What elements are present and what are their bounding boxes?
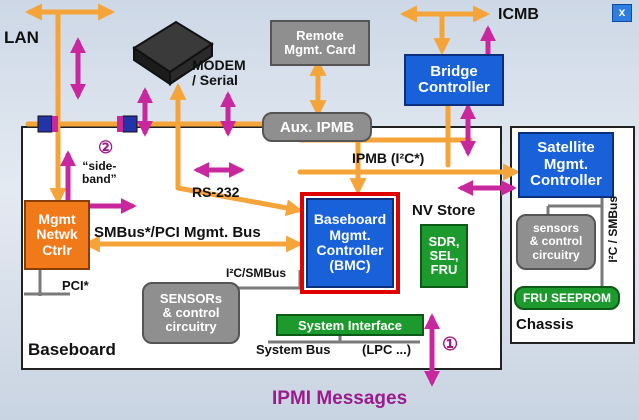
connector-lan [37,115,53,133]
ipmb-label: IPMB (I²C*) [352,150,425,166]
sideband-label: “side- band” [82,159,117,187]
lpc-label: (LPC ...) [362,342,412,357]
connector-modem [122,115,138,133]
nv-store-label: NV Store [412,202,476,219]
system-bus-label: System Bus [256,342,331,357]
ipmi-messages-title: IPMI Messages [272,388,408,409]
lan-label: LAN [4,28,39,47]
bmc-highlight-frame [300,192,400,294]
modem-label: MODEM / Serial [192,57,246,89]
icmb-label: ICMB [498,6,539,23]
rs232-label: RS-232 [192,184,240,200]
sideband-number: ② [98,138,114,157]
close-button[interactable]: x [612,4,632,22]
mgmt-netwk-ctrlr-box: Mgmt Netwk Ctrlr [24,200,90,270]
baseboard-label: Baseboard [28,340,116,359]
sensors-main-box: SENSORs & control circuitry [142,282,240,344]
connector-lan-2 [52,116,58,132]
close-icon: x [618,5,626,19]
bmc-box: Baseboard Mgmt. Controller (BMC) [306,198,394,288]
bridge-controller-box: Bridge Controller [404,54,504,106]
modem-device-icon [132,20,214,86]
satellite-controller-box: Satellite Mgmt. Controller [518,132,614,198]
system-interface-box: System Interface [276,314,424,336]
sdr-sel-fru-box: SDR, SEL, FRU [420,224,468,288]
pci-label: PCI* [62,278,89,293]
sensors-side-box: sensors & control circuitry [516,214,596,270]
remote-mgmt-card-box: Remote Mgmt. Card [270,20,370,66]
connector-modem-2 [117,116,123,132]
chassis-label: Chassis [516,316,574,333]
i2c-smbus-side-label: I²C / SMBus [606,196,620,263]
fru-seeprom-box: FRU SEEPROM [514,286,620,310]
aux-ipmb-box: Aux. IPMB [262,112,372,142]
smbus-pci-label: SMBus*/PCI Mgmt. Bus [94,224,261,241]
rs232-to-bmc [175,185,304,217]
ipmi-msg-number: ① [442,334,459,354]
i2c-smbus-main-label: I²C/SMBus [226,266,286,280]
